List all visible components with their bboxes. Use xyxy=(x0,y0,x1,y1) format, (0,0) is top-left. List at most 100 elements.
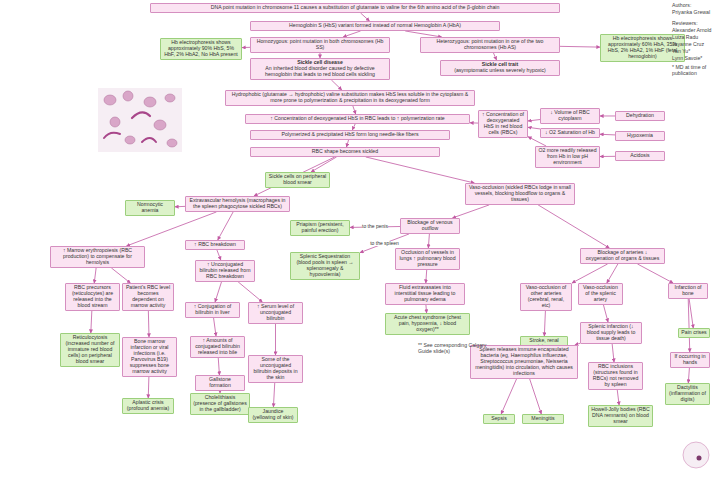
finding-box: Howell-Jolly bodies (RBC DNA remnants) o… xyxy=(588,405,653,427)
box-body-text: (asymptomatic unless severely hypoxic) xyxy=(443,68,557,74)
credit-text: * MD at time of publication xyxy=(672,64,718,76)
finding-box: Dactylitis (inflammation of digits) xyxy=(665,383,710,405)
box-text: Priapism (persistent, painful erection) xyxy=(293,222,347,234)
box-text: ↑ Concentration of deoxygenated HbS in R… xyxy=(248,116,467,122)
box-text: Hypoxemia xyxy=(618,133,662,139)
flow-arrow xyxy=(311,157,337,172)
finding-box: Jaundice (yellowing of skin) xyxy=(248,407,298,423)
flow-arrow xyxy=(528,127,540,129)
process-box: Blockage of arteries ↓ oxygenation of or… xyxy=(580,248,665,264)
flow-arrow xyxy=(425,270,427,283)
process-box: Homozygous: point mutation in both chrom… xyxy=(250,37,390,53)
flow-arrow xyxy=(331,80,341,90)
box-text: ↓ Volume of RBC cytoplasm xyxy=(543,110,597,122)
process-box: Splenic infarction (↓ blood supply leads… xyxy=(580,322,642,344)
process-box: Polymerized & precipitated HbS form long… xyxy=(250,130,450,140)
flow-arrow xyxy=(273,383,274,407)
footnote: ** See corresponding Calgary Guide slide… xyxy=(418,342,488,354)
box-text: Homozygous: point mutation in both chrom… xyxy=(253,39,387,51)
box-text: Normocytic anemia xyxy=(128,202,172,214)
process-box: Heterozygous: point mutation in one of t… xyxy=(420,37,560,53)
finding-box: Meningitis xyxy=(522,414,564,424)
finding-box: Sepsis xyxy=(483,414,515,424)
flow-arrow xyxy=(217,250,221,260)
flow-arrow xyxy=(560,46,600,48)
process-box: Occlusion of vessels in lungs ↑ pulmonar… xyxy=(395,248,460,270)
flow-arrow xyxy=(452,205,489,218)
box-text: DNA point mutation in chromosome 11 caus… xyxy=(153,5,557,11)
process-box: If occurring in hands xyxy=(670,352,710,368)
box-text: ↑ Unconjugated bilirubin released from R… xyxy=(198,262,252,280)
red-cell xyxy=(104,95,116,105)
flow-arrow xyxy=(612,344,614,362)
finding-box: Pain crises xyxy=(678,328,710,338)
process-box: RBC precursors (reticulocytes) are relea… xyxy=(65,283,120,311)
red-cell xyxy=(683,442,709,468)
sickle-cell xyxy=(104,133,120,138)
box-text: Meningitis xyxy=(525,416,561,422)
flow-arrow xyxy=(528,120,540,121)
smear-background xyxy=(98,88,182,152)
box-text: Some of the unconjugated bilirubin depos… xyxy=(251,357,300,381)
credit-text: Yan Yu* xyxy=(672,48,718,54)
red-cell xyxy=(154,120,166,130)
finding-box: Acute chest syndrome (chest pain, hypoxe… xyxy=(385,313,470,335)
credit-text: Authors: xyxy=(672,2,718,8)
flow-arrow xyxy=(688,368,689,383)
box-text: Dehydration xyxy=(618,113,662,119)
finding-box: Splenic Sequestration (blood pools in sp… xyxy=(290,252,360,280)
box-text: Sickle cells on peripheral blood smear xyxy=(268,174,327,186)
process-box: Sickle cell trait(asymptomatic unless se… xyxy=(440,60,560,76)
flow-arrow xyxy=(346,140,348,147)
process-box: ↑ Conjugation of bilirubin in liver xyxy=(185,302,240,318)
red-cell xyxy=(125,136,135,144)
box-text: Infarction of bone xyxy=(671,285,705,297)
flow-arrow xyxy=(238,282,262,302)
finding-box: Cholelithiasis (presence of gallstones i… xyxy=(190,393,250,415)
sickle-cell xyxy=(142,138,156,142)
flow-arrow xyxy=(689,299,693,328)
box-text: Vaso-occlusion of the splenic artery xyxy=(581,285,620,303)
box-text: Gallstone formation xyxy=(198,377,242,389)
process-box: ↑ Concentration of deoxygenated HbS in R… xyxy=(245,114,470,124)
process-box: ↑ Unconjugated bilirubin released from R… xyxy=(195,260,255,282)
process-box: ↑ Amounts of conjugated bilirubin releas… xyxy=(190,336,245,358)
process-box: Sickle cell diseaseAn inherited blood di… xyxy=(250,58,390,80)
flow-arrow xyxy=(600,134,615,136)
process-box: Hemoglobin S (HbS) variant formed instea… xyxy=(250,21,500,31)
box-text: Heterozygous: point mutation in one of t… xyxy=(423,39,557,51)
process-box: ↑ Marrow erythropoiesis (RBC production)… xyxy=(50,246,145,268)
flow-arrow xyxy=(353,106,356,114)
box-text: Aplastic crisis (profound anemia) xyxy=(125,400,171,412)
process-box: Patient's RBC level becomes dependent on… xyxy=(122,283,174,311)
process-box: RBC shape becomes sickled xyxy=(250,147,440,157)
process-box: ↓ Volume of RBC cytoplasm xyxy=(540,108,600,124)
flow-arrow xyxy=(603,305,608,322)
process-box: Vaso-occlusion of other arteries (cerebr… xyxy=(520,283,572,311)
box-text: Hemoglobin S (HbS) variant formed instea… xyxy=(253,23,497,29)
box-text: Howell-Jolly bodies (RBC DNA remnants) o… xyxy=(591,407,650,425)
red-cell xyxy=(123,91,133,101)
credit-text: Lynn Savoie* xyxy=(672,55,718,61)
finding-box: Normocytic anemia xyxy=(125,200,175,216)
process-box: ↓ O2 Saturation of Hb xyxy=(540,128,600,138)
process-box: ↑ Concentration of deoxygenated HbS in r… xyxy=(478,110,528,138)
box-text: Acute chest syndrome (chest pain, hypoxe… xyxy=(388,315,467,333)
edge-label: to the penis xyxy=(362,224,388,230)
box-text: RBC inclusions (structures found in RBCs… xyxy=(591,364,640,388)
process-box: Blockage of venous outflow xyxy=(400,218,460,234)
process-box: Gallstone formation xyxy=(195,375,245,391)
flow-arrow xyxy=(275,324,276,355)
blood-smear-illustration xyxy=(98,88,182,152)
process-box: Dehydration xyxy=(615,111,665,121)
box-text: Dactylitis (inflammation of digits) xyxy=(668,385,707,403)
box-text: Polymerized & precipitated HbS form long… xyxy=(253,132,447,138)
process-box: ↑ Serum level of unconjugated bilirubin xyxy=(248,302,303,324)
box-text: RBC shape becomes sickled xyxy=(253,149,437,155)
box-text: ↓ O2 Saturation of Hb xyxy=(543,130,597,136)
red-cell xyxy=(110,117,120,127)
credit-text: Priyanka Grewal xyxy=(672,9,718,15)
box-text: Hb electrophoresis shows approximately 9… xyxy=(163,40,239,58)
process-box: Vaso-occlusion (sickled RBCs lodge in sm… xyxy=(465,183,575,205)
flow-arrow xyxy=(470,122,478,123)
